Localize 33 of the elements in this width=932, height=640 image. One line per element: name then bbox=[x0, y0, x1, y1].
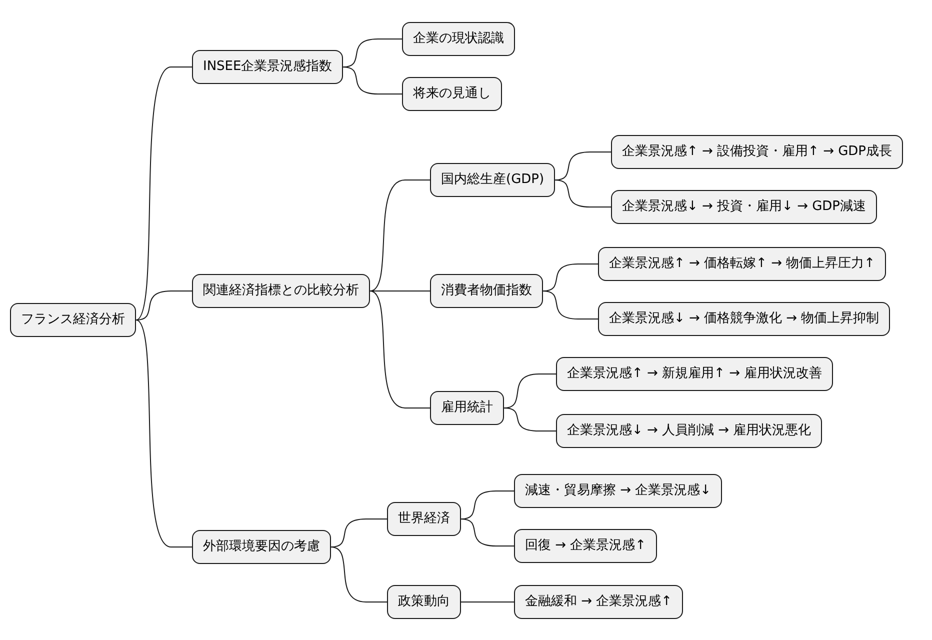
topic-box: フランス経済分析 bbox=[10, 303, 136, 337]
topic-box: 雇用統計 bbox=[430, 391, 504, 425]
topic-box: 国内総生産(GDP) bbox=[430, 163, 556, 197]
topic-box: 企業景況感↑ → 価格転嫁↑ → 物価上昇圧力↑ bbox=[598, 247, 886, 281]
topic-box: 企業景況感↓ → 価格競争激化 → 物価上昇抑制 bbox=[598, 302, 890, 336]
connector-line bbox=[542, 290, 598, 320]
topic-box: 企業景況感↓ → 投資・雇用↓ → GDP減速 bbox=[611, 190, 878, 224]
topic-box: 関連経済指標との比較分析 bbox=[192, 274, 370, 308]
connector-line bbox=[460, 518, 514, 546]
topic-box: 企業景況感↓ → 人員削減 → 雇用状況悪化 bbox=[556, 414, 822, 448]
connector-line bbox=[342, 66, 402, 94]
connector-line bbox=[370, 180, 430, 292]
topic-box: INSEE企業景況感指数 bbox=[192, 50, 344, 84]
topic-box: 世界経済 bbox=[387, 502, 461, 536]
topic-box: 企業景況感↑ → 設備投資・雇用↑ → GDP成長 bbox=[611, 135, 904, 169]
connector-line bbox=[554, 180, 612, 208]
connector-line bbox=[136, 320, 192, 548]
connector-line bbox=[136, 66, 192, 320]
connector-line bbox=[370, 290, 430, 408]
connector-line bbox=[330, 518, 388, 548]
topic-box: 企業の現状認識 bbox=[402, 22, 515, 56]
topic-box: 企業景況感↑ → 新規雇用↑ → 雇用状況改善 bbox=[556, 357, 834, 391]
topic-box: 減速・貿易摩擦 → 企業景況感↓ bbox=[514, 474, 722, 508]
topic-box: 政策動向 bbox=[387, 585, 461, 619]
topic-box: 回復 → 企業景況感↑ bbox=[514, 529, 658, 563]
topic-box: 金融緩和 → 企業景況感↑ bbox=[514, 585, 684, 619]
connector-line bbox=[330, 546, 388, 602]
topic-box: 外部環境要因の考慮 bbox=[192, 530, 331, 564]
connector-line bbox=[136, 290, 192, 320]
connector-line bbox=[504, 408, 556, 432]
topic-box: 将来の見通し bbox=[402, 77, 502, 111]
topic-box: 消費者物価指数 bbox=[430, 274, 543, 308]
connector-line bbox=[370, 290, 430, 292]
